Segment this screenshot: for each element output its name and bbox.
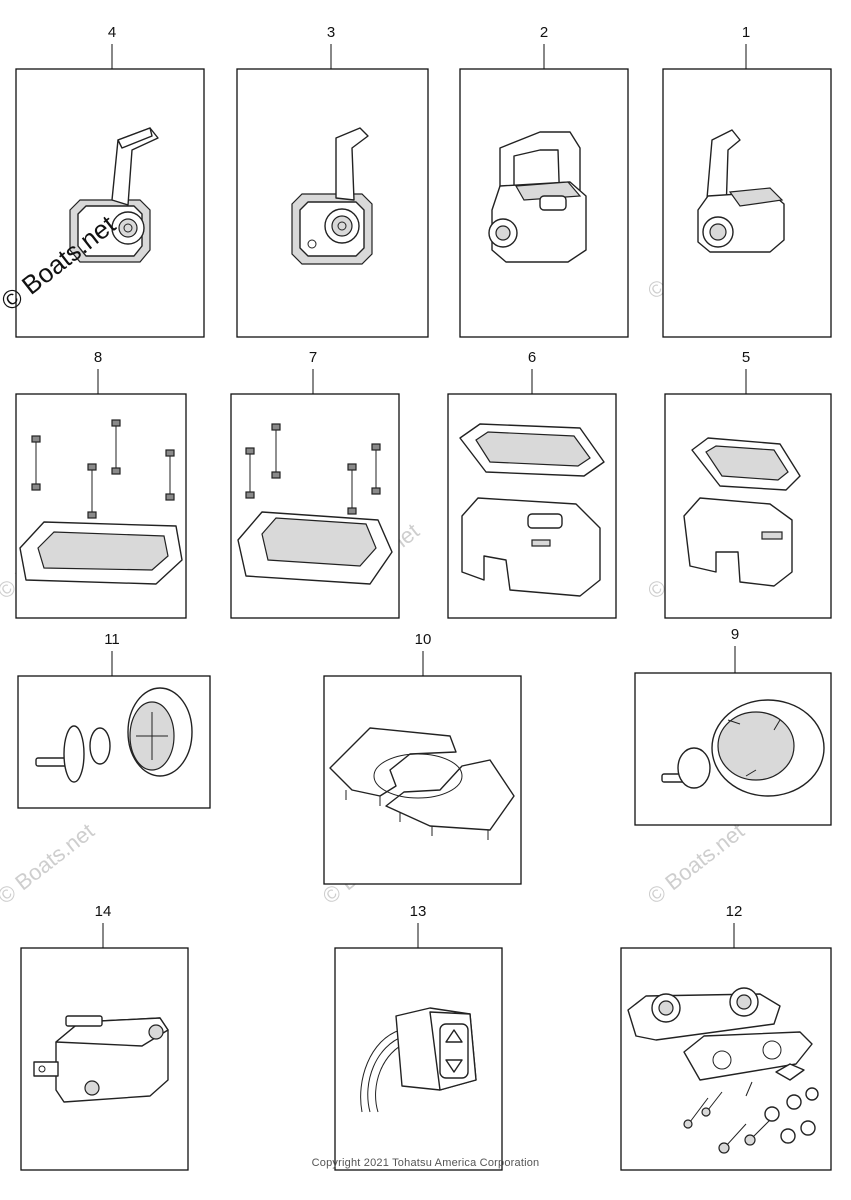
trim-switch-illustration [360, 1007, 477, 1113]
part-8[interactable]: 8 [15, 349, 187, 619]
part-1[interactable]: 1 [662, 24, 832, 338]
part-number: 1 [742, 24, 750, 41]
part-number: 13 [410, 903, 427, 920]
part-13[interactable]: 13 [334, 903, 503, 1171]
knob-assembly-illustration [35, 687, 193, 783]
part-number: 8 [94, 349, 102, 366]
part-10[interactable]: 10 [323, 631, 522, 885]
cover-and-gasket-illustration [683, 437, 801, 587]
part-11[interactable]: 11 [17, 631, 211, 809]
knob-ring-illustration [661, 699, 825, 797]
side-mount-control-illustration [69, 127, 159, 263]
part-number: 5 [742, 349, 750, 366]
part-number: 12 [726, 903, 743, 920]
part-number: 7 [309, 349, 317, 366]
part-7[interactable]: 7 [230, 349, 400, 619]
top-mount-control-illustration [697, 129, 785, 253]
part-2[interactable]: 2 [459, 24, 629, 338]
part-number: 4 [108, 24, 116, 41]
part-14[interactable]: 14 [20, 903, 189, 1171]
micro-switch-illustration [33, 1015, 169, 1103]
top-mount-control-illustration [488, 131, 587, 263]
watermark: © Boats.net [643, 818, 749, 909]
cover-and-gasket-illustration [459, 423, 605, 597]
part-number: 11 [104, 631, 120, 648]
mounting-base-and-bolts-illustration [19, 419, 183, 585]
mounting-base-and-bolts-illustration [237, 423, 393, 585]
part-number: 10 [415, 631, 432, 648]
cable-clamp-hardware-illustration [627, 987, 819, 1154]
side-mount-control-illustration [291, 127, 373, 265]
copyright-notice: Copyright 2021 Tohatsu America Corporati… [311, 1157, 540, 1169]
part-number: 6 [528, 349, 536, 366]
part-number: 14 [95, 903, 112, 920]
watermark: © Boats.net [0, 818, 99, 909]
part-9[interactable]: 9 [634, 626, 832, 826]
part-3[interactable]: 3 [236, 24, 429, 338]
part-4[interactable]: 4 © Boats.net [0, 24, 205, 338]
part-number: 3 [327, 24, 335, 41]
part-6[interactable]: 6 [447, 349, 617, 619]
part-number: 9 [731, 626, 739, 643]
part-number: 2 [540, 24, 548, 41]
gasket-plate-illustration [329, 727, 515, 840]
part-5[interactable]: 5 [664, 349, 832, 619]
part-12[interactable]: 12 [620, 903, 832, 1171]
